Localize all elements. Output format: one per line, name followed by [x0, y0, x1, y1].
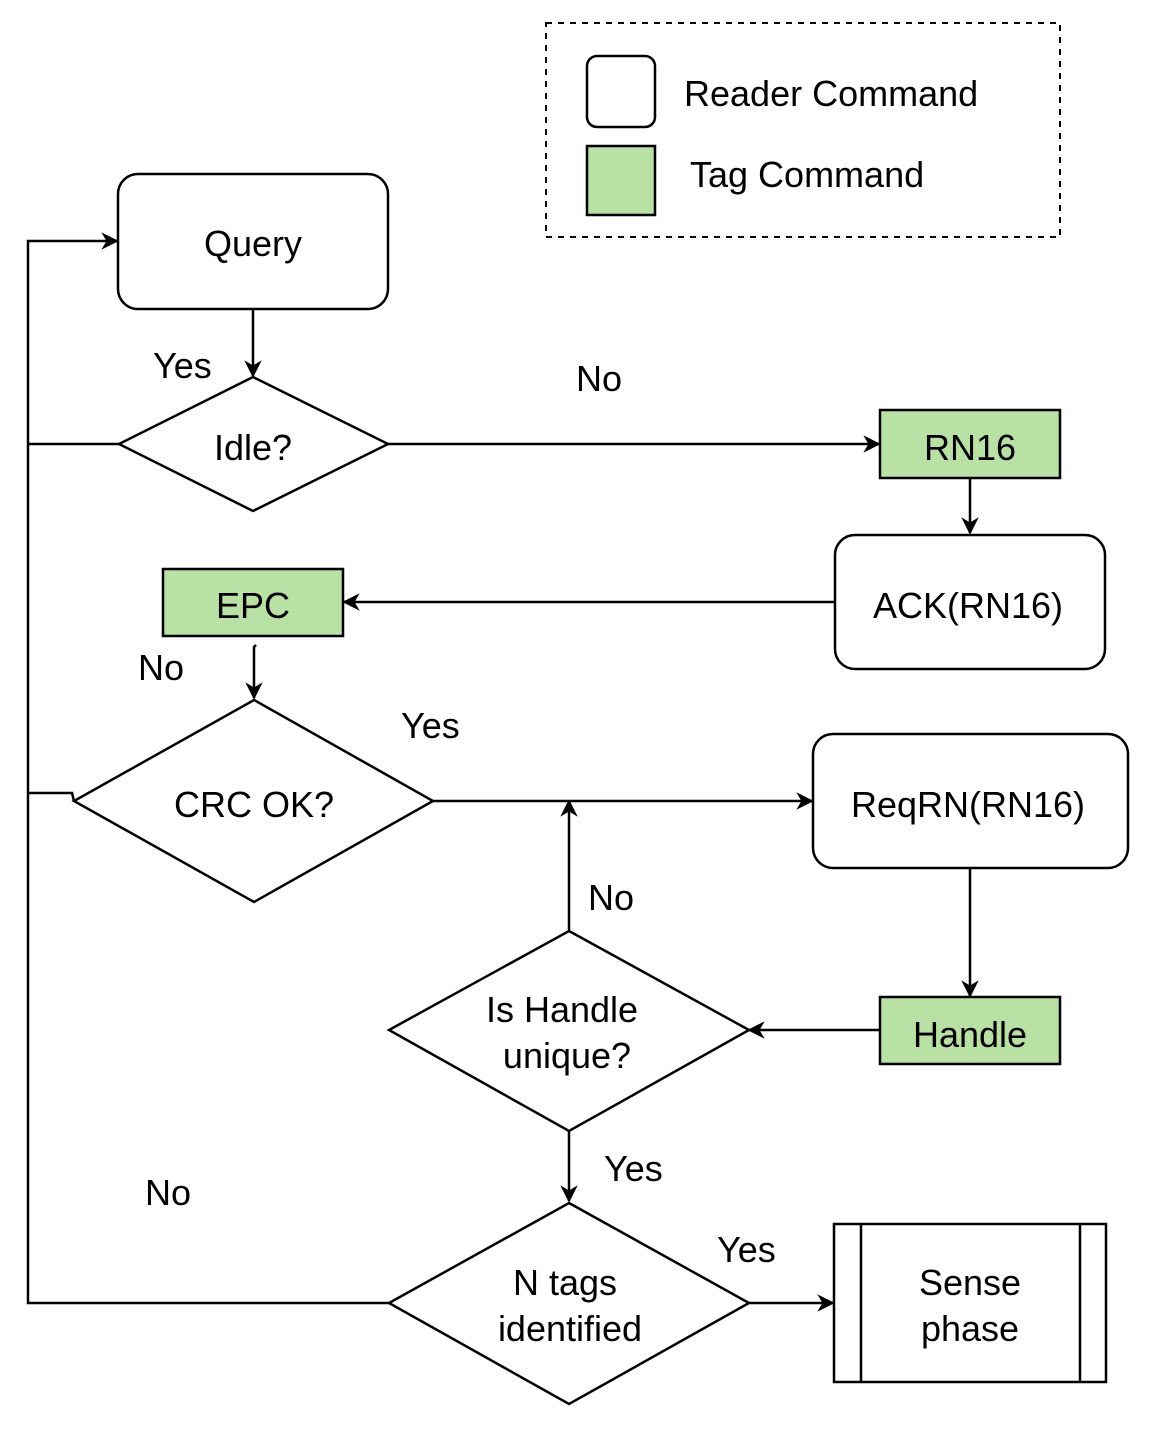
sense-label-line2: phase	[921, 1308, 1019, 1349]
unique-label-line2: unique?	[503, 1035, 631, 1076]
ntags-label-line1: N tags	[513, 1262, 617, 1303]
ack-label: ACK(RN16)	[873, 585, 1063, 626]
sense-label-line1: Sense	[919, 1262, 1021, 1303]
handle-label: Handle	[913, 1014, 1027, 1055]
rn16-label: RN16	[924, 427, 1016, 468]
crc-decision	[71, 698, 436, 904]
reqrn-node	[811, 732, 1130, 870]
legend-tag-label: Tag Command	[690, 154, 924, 195]
query-label: Query	[204, 223, 302, 264]
edge-epc-crc	[245, 644, 263, 700]
epc-label: EPC	[216, 585, 290, 626]
handle-node	[878, 995, 1062, 1066]
unique-decision	[386, 929, 752, 1133]
nodes: Query Idle? RN16 ACK(RN16) EPC CRC OK? R…	[71, 172, 1130, 1406]
label-query-idle-yes: Yes	[153, 345, 212, 386]
label-epc-no: No	[138, 647, 184, 688]
idle-label: Idle?	[214, 427, 292, 468]
legend-frame	[545, 22, 1061, 238]
query-node	[116, 172, 390, 311]
label-unique-yes: Yes	[604, 1148, 663, 1189]
legend-reader-swatch	[585, 54, 657, 129]
epc-node	[161, 567, 345, 638]
legend-tag-swatch	[585, 144, 657, 217]
crc-label: CRC OK?	[174, 784, 334, 825]
edge-loop-query	[26, 232, 389, 1305]
ntags-label-line2: identified	[498, 1308, 642, 1349]
edges	[26, 232, 979, 1312]
rn16-node	[878, 408, 1062, 480]
label-idle-no: No	[576, 358, 622, 399]
label-unique-no: No	[588, 877, 634, 918]
edge-labels: Yes No No Yes No Yes No Yes	[138, 345, 776, 1270]
unique-label-line1: Is Handle	[486, 989, 638, 1030]
legend: Reader Command Tag Command	[545, 22, 1061, 238]
reqrn-label: ReqRN(RN16)	[851, 784, 1085, 825]
edge-crc-rail	[28, 791, 76, 802]
sense-node	[832, 1222, 1108, 1384]
label-crc-yes: Yes	[401, 705, 460, 746]
ntags-decision	[386, 1201, 752, 1406]
label-ntags-no: No	[145, 1172, 191, 1213]
ack-node	[833, 533, 1107, 671]
legend-reader-label: Reader Command	[684, 73, 978, 114]
label-ntags-yes: Yes	[717, 1229, 776, 1270]
idle-decision	[116, 375, 391, 513]
